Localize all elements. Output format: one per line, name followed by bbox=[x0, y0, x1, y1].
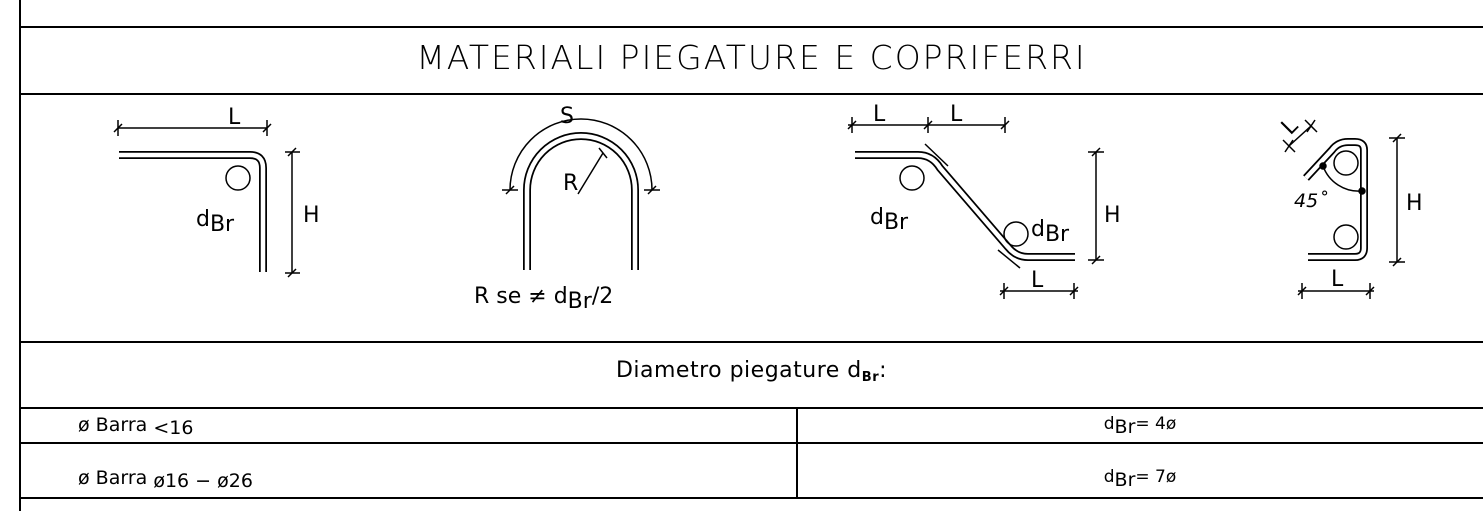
svg-text:dBr: dBr bbox=[196, 207, 235, 237]
rule-row2 bbox=[20, 497, 1483, 499]
z-bend-l1-label: L bbox=[873, 102, 886, 127]
l-hook-d-sub: Br bbox=[210, 212, 235, 237]
z-bend-height-label: H bbox=[1104, 203, 1121, 228]
z-bend-mandrel-bottom bbox=[1003, 221, 1029, 247]
z-bend-l3-label: L bbox=[1031, 268, 1044, 293]
u-bend-caption-sub: Br bbox=[568, 289, 593, 314]
l-hook-diagram bbox=[113, 120, 300, 278]
l-hook-height-label: H bbox=[303, 203, 320, 228]
row-2-value: ø16 − ø26 bbox=[153, 470, 253, 492]
row-1-prefix: ø Barra bbox=[78, 414, 154, 436]
stirrup-height-label: H bbox=[1406, 191, 1423, 216]
table-row-1-left: ø Barra <16 bbox=[78, 414, 194, 439]
row-1-value: <16 bbox=[153, 417, 194, 439]
u-bend-radius bbox=[577, 152, 604, 195]
stirrup-mandrel-top bbox=[1333, 150, 1359, 176]
row-2-d-value: = 7ø bbox=[1135, 467, 1177, 487]
z-bend-mandrel-top bbox=[899, 165, 925, 191]
u-bend-radius-label: R bbox=[563, 171, 578, 196]
row-2-d-sub: Br bbox=[1114, 469, 1136, 491]
l-hook-length-label: L bbox=[228, 105, 241, 130]
z-bend-d-label: d bbox=[870, 205, 884, 230]
table-row-1-right: dBr= 4ø bbox=[797, 414, 1483, 438]
u-bend-diagram bbox=[502, 118, 660, 270]
section-heading-label: Diametro piegature d bbox=[615, 358, 862, 383]
row-1-d-value: = 4ø bbox=[1135, 414, 1177, 434]
svg-text:R se ≠ dBr/2: R se ≠ dBr/2 bbox=[474, 284, 613, 314]
rule-title bbox=[20, 93, 1483, 95]
section-heading: Diametro piegature dBr: bbox=[20, 358, 1483, 385]
svg-text:dBr: dBr bbox=[870, 205, 909, 235]
row-2-d: d bbox=[1103, 467, 1115, 487]
svg-text:dBr: dBr bbox=[1031, 217, 1070, 247]
row-2-prefix: ø Barra bbox=[78, 467, 154, 489]
stirrup-diagram bbox=[1282, 119, 1405, 299]
table-row-2-right: dBr= 7ø bbox=[797, 467, 1483, 491]
section-heading-end: : bbox=[879, 358, 888, 383]
stirrup-angle-arc bbox=[1322, 165, 1363, 192]
l-hook-mandrel bbox=[225, 165, 251, 191]
z-bend-l2-label: L bbox=[950, 102, 963, 127]
stirrup-mandrel-bottom bbox=[1333, 224, 1359, 250]
z-bend-d-sub: Br bbox=[884, 210, 909, 235]
page-title: MATERIALI PIEGATURE E COPRIFERRI bbox=[416, 38, 1087, 77]
section-heading-sub: Br bbox=[861, 370, 880, 385]
row-1-d-sub: Br bbox=[1114, 416, 1136, 438]
left-border bbox=[19, 0, 21, 511]
stirrup-length-label: L bbox=[1331, 267, 1344, 292]
rule-row1 bbox=[20, 442, 1483, 444]
rule-top bbox=[20, 26, 1483, 28]
u-bend-bar bbox=[523, 132, 639, 270]
stirrup-angle-label: 45˚ bbox=[1294, 190, 1328, 212]
table-divider bbox=[796, 407, 798, 497]
u-bend-caption-end: /2 bbox=[592, 284, 613, 309]
rule-diagrams bbox=[20, 341, 1483, 343]
z-bend-d2-sub: Br bbox=[1045, 222, 1070, 247]
u-bend-arc-label: S bbox=[560, 104, 574, 129]
z-bend-d2-label: d bbox=[1031, 217, 1045, 242]
z-bend-diagram bbox=[847, 117, 1104, 299]
l-hook-bar bbox=[119, 151, 267, 272]
l-hook-d-label: d bbox=[196, 207, 210, 232]
u-bend-arc-dim bbox=[509, 118, 653, 191]
rule-section bbox=[20, 407, 1483, 409]
table-row-2-left: ø Barra ø16 − ø26 bbox=[78, 467, 253, 492]
row-1-d: d bbox=[1103, 414, 1115, 434]
u-bend-caption: R se ≠ d bbox=[474, 284, 568, 309]
